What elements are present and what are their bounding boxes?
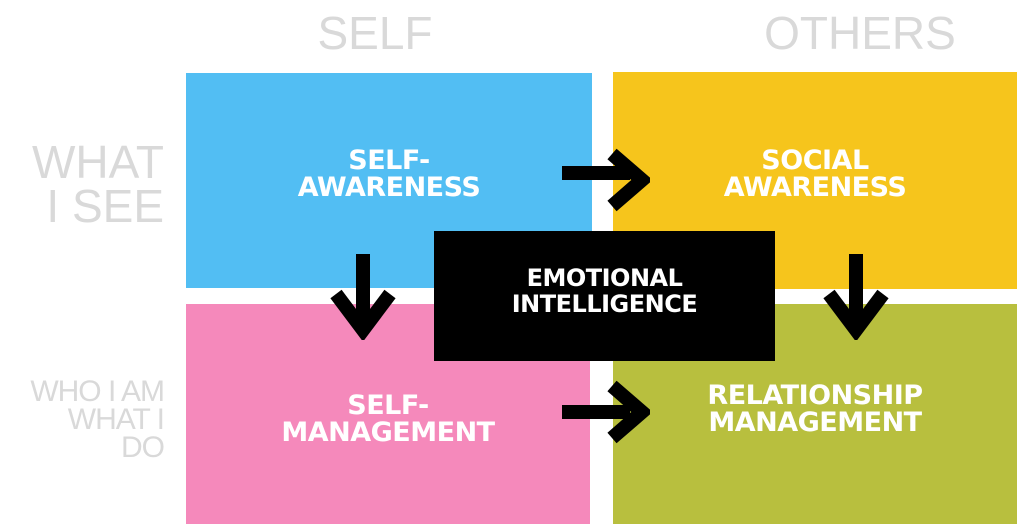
column-label-self: SELF xyxy=(317,7,433,59)
arrow-right-icon xyxy=(562,380,650,444)
arrow-right-icon xyxy=(562,148,650,212)
relationship-management-label: RELATIONSHIP MANAGEMENT xyxy=(707,380,923,438)
column-label-others: OTHERS xyxy=(764,7,956,59)
quadrant-self-awareness: SELF- AWARENESS xyxy=(186,73,592,288)
self-awareness-label: SELF- AWARENESS xyxy=(297,144,481,203)
row-label-who-i-am: WHO I AM WHAT I DO xyxy=(30,375,165,464)
self-management-label: SELF- MANAGEMENT xyxy=(281,390,495,448)
center-emotional-intelligence: EMOTIONAL INTELLIGENCE xyxy=(434,231,775,361)
arrow-down-icon xyxy=(330,254,396,340)
social-awareness-label: SOCIAL AWARENESS xyxy=(723,144,907,203)
emotional-intelligence-label: EMOTIONAL INTELLIGENCE xyxy=(511,264,698,318)
arrow-down-icon xyxy=(823,254,889,340)
row-label-what-i-see: WHAT I SEE xyxy=(31,136,164,232)
